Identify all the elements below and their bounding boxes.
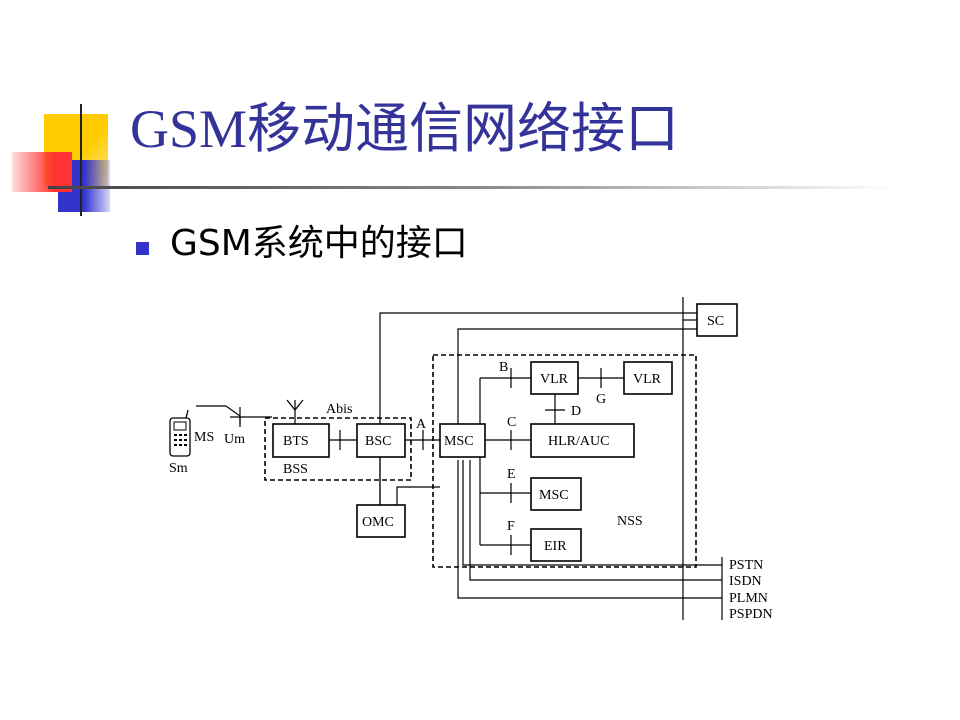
omc-msc-link	[396, 486, 440, 505]
label-nss: NSS	[617, 514, 643, 529]
omc-sc-link	[379, 312, 697, 505]
omc-box	[356, 504, 406, 538]
link-isdn	[469, 460, 722, 581]
vlr-box-1	[530, 361, 579, 395]
label-sm: Sm	[169, 461, 188, 476]
eir-box	[530, 528, 582, 562]
label-isdn: ISDN	[729, 574, 762, 589]
nss-group-box	[432, 354, 697, 568]
label-um: Um	[224, 432, 245, 447]
label-hlr-auc: HLR/AUC	[548, 434, 609, 449]
label-g: G	[596, 392, 606, 407]
msc-box-2	[530, 477, 582, 511]
deco-vertical-line	[80, 104, 82, 216]
bss-group-box	[264, 417, 412, 481]
bullet-square-icon	[136, 242, 149, 255]
label-a: A	[416, 417, 427, 432]
label-pstn: PSTN	[729, 558, 763, 573]
label-pspdn: PSPDN	[729, 607, 773, 622]
link-plmn	[457, 460, 722, 599]
label-vlr-2: VLR	[633, 372, 662, 387]
label-f: F	[507, 519, 515, 534]
msc-sc-link	[457, 328, 697, 428]
deco-red-square	[12, 152, 72, 192]
label-bsc: BSC	[365, 434, 391, 449]
antenna-icon	[286, 399, 304, 411]
bullet-text: GSM系统中的接口	[170, 223, 468, 264]
label-abis: Abis	[326, 402, 352, 417]
vlr-box-2	[623, 361, 673, 395]
label-eir: EIR	[544, 539, 567, 554]
label-msc-2: MSC	[539, 488, 569, 503]
hlr-auc-box	[530, 423, 635, 458]
msc-main-box	[439, 423, 486, 458]
label-bss: BSS	[283, 462, 308, 477]
slide-title: GSM移动通信网络接口	[130, 99, 680, 159]
label-omc: OMC	[362, 515, 394, 530]
label-ms: MS	[194, 430, 214, 445]
bts-box	[272, 423, 330, 458]
label-bts: BTS	[283, 434, 309, 449]
label-b: B	[499, 360, 508, 375]
label-vlr-1: VLR	[540, 372, 569, 387]
label-sc: SC	[707, 314, 724, 329]
title-underline	[48, 186, 898, 189]
um-radio-link	[225, 405, 241, 424]
label-msc-main: MSC	[444, 434, 474, 449]
label-c: C	[507, 415, 516, 430]
link-pstn	[462, 460, 722, 566]
mobile-phone-icon	[169, 409, 191, 457]
label-plmn: PLMN	[729, 591, 768, 606]
label-e: E	[507, 467, 516, 482]
bsc-box	[356, 423, 406, 458]
label-d: D	[571, 404, 581, 419]
sc-box	[696, 303, 738, 337]
